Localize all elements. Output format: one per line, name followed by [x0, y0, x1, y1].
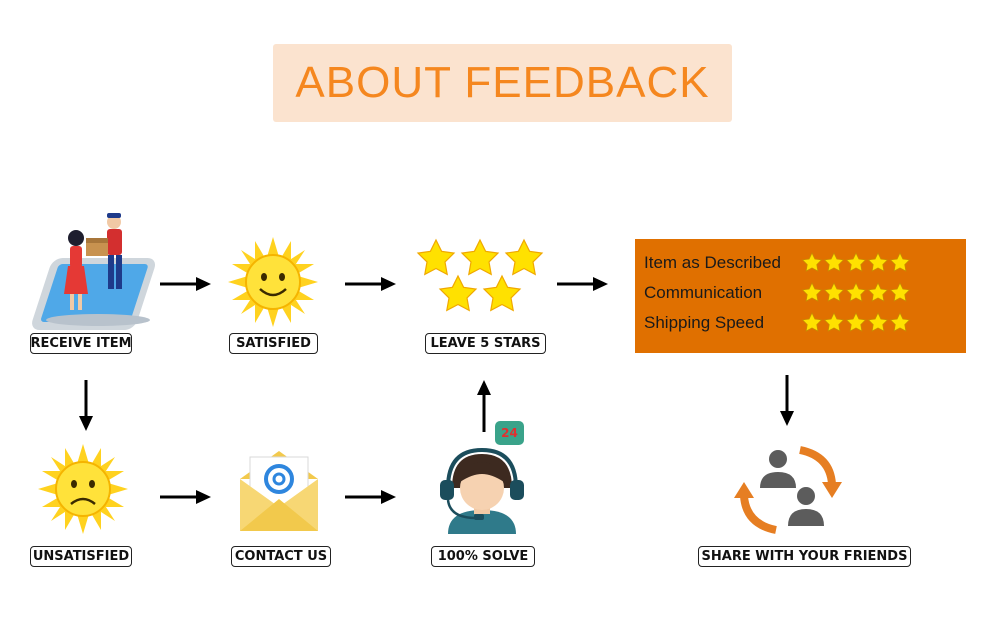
sad-sun-icon [38, 444, 128, 534]
step-receive-item: RECEIVE ITEM [30, 333, 132, 354]
page-title: ABOUT FEEDBACK [295, 58, 710, 107]
arrow-up-icon [477, 380, 491, 432]
support-24-badge-text: 24 [501, 426, 518, 440]
rating-stars-icon [802, 282, 910, 302]
arrow-right-icon [345, 490, 396, 504]
support-24-badge: 24 [495, 421, 524, 445]
rating-label-shipping-speed: Shipping Speed [644, 313, 765, 332]
step-share-with-friends: SHARE WITH YOUR FRIENDS [698, 546, 911, 567]
arrow-down-icon [780, 375, 794, 426]
arrow-right-icon [160, 490, 211, 504]
step-unsatisfied: UNSATISFIED [30, 546, 132, 567]
support-agent-icon [440, 447, 524, 534]
arrow-right-icon [345, 277, 396, 291]
step-contact-us: CONTACT US [231, 546, 331, 567]
arrow-down-icon [79, 380, 93, 431]
delivery-phone-icon [32, 213, 156, 330]
happy-sun-icon [228, 237, 318, 327]
rating-stars-icon [802, 252, 910, 272]
arrow-right-icon [557, 277, 608, 291]
step-100-solve: 100% SOLVE [431, 546, 535, 567]
rating-stars-icon [802, 312, 910, 332]
step-satisfied: SATISFIED [229, 333, 318, 354]
rating-label-item-as-described: Item as Described [644, 253, 781, 272]
arrow-right-icon [160, 277, 211, 291]
rating-panel: Item as Described Communication Shipping… [635, 239, 966, 353]
share-friends-icon [734, 446, 842, 534]
email-envelope-icon [240, 451, 318, 531]
step-leave-5-stars: LEAVE 5 STARS [425, 333, 546, 354]
five-stars-icon [417, 239, 543, 311]
title-banner: ABOUT FEEDBACK [273, 44, 732, 122]
rating-label-communication: Communication [644, 283, 763, 302]
